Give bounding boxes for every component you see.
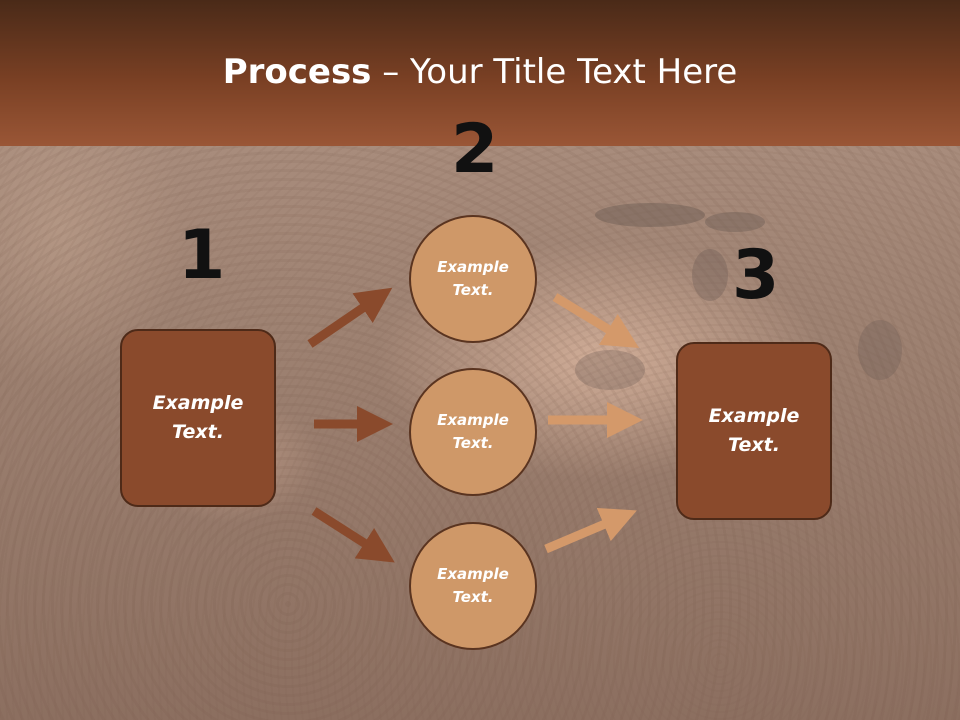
title-rest: – Your Title Text Here [371, 52, 738, 92]
left-box-text: Example Text. [152, 392, 244, 443]
middle-circle-text: Example Text. [437, 411, 509, 452]
bottom-circle: Example Text. [409, 522, 537, 650]
slide-title: Process – Your Title Text Here [0, 52, 960, 92]
step-number-2: 2 [451, 110, 499, 189]
arrow-from-bottom-circle [544, 507, 637, 554]
arrow-from-top-circle [552, 293, 640, 349]
top-circle: Example Text. [409, 215, 537, 343]
right-process-box: Example Text. [676, 342, 832, 520]
header-bar [0, 0, 960, 146]
bottom-circle-text: Example Text. [437, 565, 509, 606]
right-box-text: Example Text. [708, 405, 800, 456]
step-number-3: 3 [732, 236, 780, 315]
arrow-to-bottom-circle [311, 507, 395, 563]
title-bold: Process [222, 52, 372, 92]
arrow-to-top-circle [307, 287, 393, 348]
left-process-box: Example Text. [120, 329, 276, 507]
step-number-1: 1 [178, 216, 226, 295]
top-circle-text: Example Text. [437, 258, 509, 299]
middle-circle: Example Text. [409, 368, 537, 496]
